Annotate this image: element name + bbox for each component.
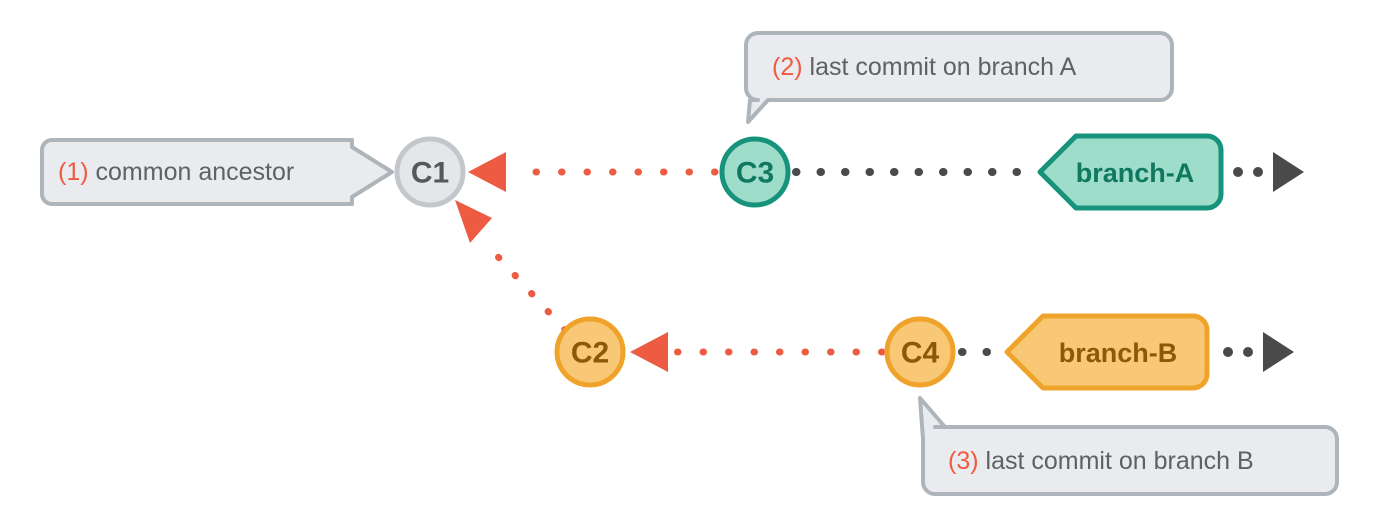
edge-c3-c1-arrowhead: [468, 152, 506, 192]
play-right-icon[interactable]: [1263, 332, 1294, 372]
callout-1-bubble: [40, 138, 394, 206]
commit-c1-circle: [394, 136, 466, 208]
play-marker-b-group: [1223, 332, 1294, 372]
edge-c2-c1-arrowhead: [455, 200, 492, 243]
commit-node-c2[interactable]: C2: [554, 316, 626, 388]
callout-2-number: (2): [772, 53, 803, 81]
callout-last-commit-branch-b: (3) last commit on branch B: [918, 396, 1339, 496]
edge-c3-to-c1: [468, 152, 719, 192]
callout-2-bubble: [744, 31, 1174, 124]
callout-1-number: (1): [58, 158, 89, 186]
branch-tag-b[interactable]: branch-B: [1004, 313, 1210, 391]
commit-node-c1[interactable]: C1: [394, 136, 466, 208]
trailing-dot-b-1: [1223, 347, 1233, 357]
branch-tag-b-label: branch-B: [1059, 338, 1178, 368]
edge-c2-to-c1: [455, 200, 569, 334]
callout-last-commit-branch-a: (2) last commit on branch A: [744, 31, 1174, 124]
callout-2-text: last commit on branch A: [810, 53, 1077, 81]
edge-c4-to-c2: [630, 332, 886, 372]
callout-3-bubble: [918, 396, 1339, 496]
commit-c4-circle: [884, 316, 956, 388]
commit-c1-label: C1: [411, 157, 449, 190]
callout-common-ancestor: (1) common ancestor: [40, 138, 394, 206]
commit-c2-label: C2: [571, 337, 609, 370]
trailing-dot-b-2: [1243, 347, 1253, 357]
commit-node-c3[interactable]: C3: [719, 136, 791, 208]
commit-node-c4[interactable]: C4: [884, 316, 956, 388]
commit-c2-circle: [554, 316, 626, 388]
trailing-dot-a-2: [1253, 167, 1263, 177]
edge-c4-c2-arrowhead: [630, 332, 668, 372]
callout-1-content: (1) common ancestor: [58, 158, 294, 186]
commit-c4-label: C4: [901, 337, 940, 370]
branch-tag-a-shape: [1037, 133, 1224, 211]
branch-tag-b-shape: [1004, 313, 1210, 391]
callout-1-text: common ancestor: [96, 158, 295, 186]
branch-tag-a-label: branch-A: [1076, 158, 1195, 188]
branch-tag-a[interactable]: branch-A: [1037, 133, 1224, 211]
play-right-icon[interactable]: [1273, 152, 1304, 192]
callout-3-content: (3) last commit on branch B: [948, 447, 1254, 475]
callout-3-text: last commit on branch B: [986, 447, 1254, 475]
commit-c3-circle: [719, 136, 791, 208]
trailing-dot-a-1: [1233, 167, 1243, 177]
commit-c3-label: C3: [736, 157, 774, 190]
play-marker-a-group: [1233, 152, 1304, 192]
edge-c2-c1-dots: [486, 244, 569, 334]
callout-3-number: (3): [948, 447, 979, 475]
callout-2-content: (2) last commit on branch A: [772, 53, 1077, 81]
